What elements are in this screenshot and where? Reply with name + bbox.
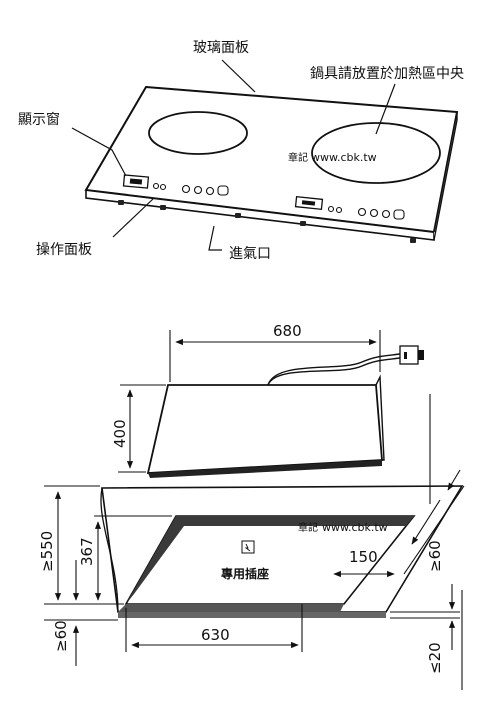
dim-367: 367 [78, 537, 96, 566]
dim-630-lines [125, 604, 303, 652]
left-heating-zone [148, 111, 248, 155]
left-control-buttons [152, 182, 229, 196]
right-heating-zone [311, 122, 441, 184]
watermark-top-prefix: 章記 [288, 151, 308, 164]
label-air-intake: 進氣口 [229, 246, 271, 262]
dim-680: 680 [273, 322, 302, 340]
dim-150: 150 [349, 548, 378, 566]
dedicated-outlet [241, 540, 255, 554]
power-plug [399, 345, 424, 365]
label-glass-panel: 玻璃面板 [193, 39, 249, 56]
cooktop-side-view [146, 384, 383, 474]
label-display-window: 顯示窗 [18, 111, 60, 128]
dim-400: 400 [111, 419, 129, 448]
power-cable [267, 353, 401, 386]
dim-60-right: ≥60 [426, 540, 444, 572]
label-pot-placement: 鍋具請放置於加熱區中央 [310, 66, 464, 82]
watermark-bottom-prefix: 章記 [298, 521, 318, 534]
cooktop-illustration [84, 85, 459, 243]
top-leader-lines [71, 59, 396, 251]
dim-20: ≤20 [426, 642, 444, 674]
watermark-bottom-url: www.cbk.tw [322, 521, 388, 534]
dim-20-lines [390, 584, 463, 690]
label-dedicated-outlet: 專用插座 [221, 566, 269, 581]
dim-60-front: ≥60 [52, 620, 70, 652]
dim-60-right-lines [403, 394, 465, 575]
dim-550-lines [44, 485, 124, 605]
cutout-wall [126, 516, 414, 604]
right-control-buttons [327, 205, 405, 220]
watermark-top-url: www.cbk.tw [311, 151, 377, 164]
dim-60-front-lines [44, 560, 118, 666]
dim-400-lines [118, 384, 166, 473]
air-intake-feet [118, 200, 416, 243]
dim-630: 630 [201, 626, 230, 644]
label-control-panel: 操作面板 [36, 242, 92, 258]
dim-550: ≥550 [38, 531, 56, 572]
dim-680-lines [169, 330, 381, 382]
dim-367-lines [94, 515, 172, 601]
